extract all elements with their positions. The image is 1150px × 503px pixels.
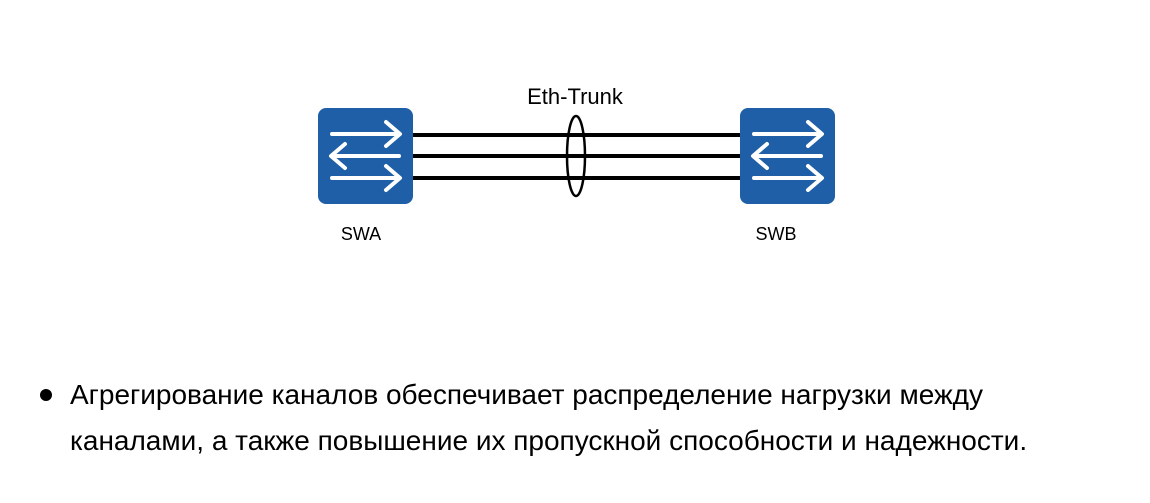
bullet-dot-icon bbox=[40, 389, 52, 401]
bullet-text: Агрегирование каналов обеспечивает распр… bbox=[70, 379, 1028, 456]
switch-icon bbox=[329, 120, 402, 192]
trunk-bundle-ellipse bbox=[565, 114, 587, 198]
switch-a-label: SWA bbox=[341, 224, 381, 244]
trunk-label: Eth-Trunk bbox=[527, 84, 624, 109]
switch-icon bbox=[751, 120, 824, 192]
switch-b[interactable] bbox=[740, 108, 835, 204]
switch-a[interactable] bbox=[318, 108, 413, 204]
link-aggregation-diagram: Eth-Trunk SWA SWB bbox=[318, 84, 835, 244]
aggregated-links bbox=[412, 133, 742, 180]
bullet-list-item: Агрегирование каналов обеспечивает распр… bbox=[40, 372, 1120, 464]
switch-b-label: SWB bbox=[755, 224, 796, 244]
